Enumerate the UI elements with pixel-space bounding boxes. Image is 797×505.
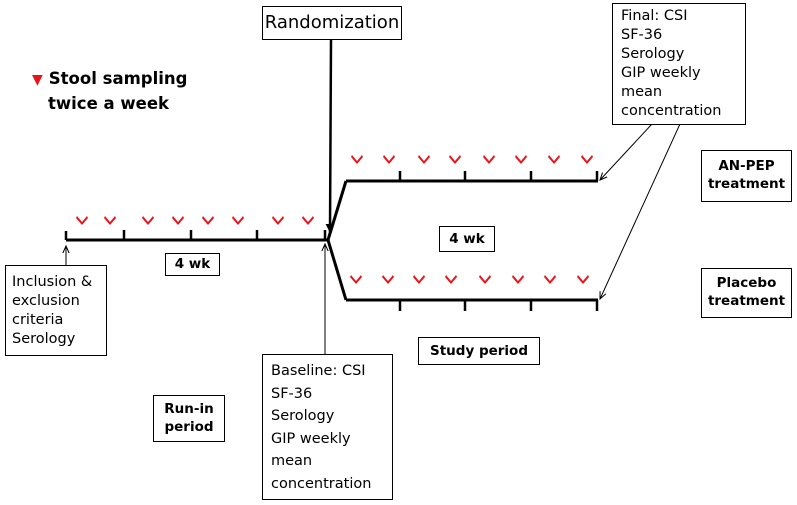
stool-sample-arrow-icon — [418, 155, 430, 164]
anpep-tick-marks — [398, 171, 599, 181]
randomization-box: Randomization — [262, 6, 402, 40]
anpep-treatment-label: AN-PEP treatment — [701, 150, 792, 202]
runin-tick-marks — [64, 230, 327, 240]
baseline-line: concentration — [271, 475, 372, 492]
final-to-anpep-arrow — [600, 123, 653, 180]
stool-sample-arrow-icon — [104, 216, 116, 225]
placebo-branch — [326, 239, 348, 301]
stool-sample-arrow-icon — [202, 216, 214, 225]
legend-line-1: Stool sampling — [48, 69, 188, 88]
inclusion-line: criteria — [12, 312, 64, 328]
placebo-treatment-label: Placebo treatment — [701, 268, 792, 318]
final-line: GIP weekly — [621, 65, 701, 81]
randomization-arrow — [325, 39, 335, 233]
final-line: mean — [621, 84, 663, 100]
stool-sampling-arrows — [76, 155, 593, 284]
baseline-measures-box: Baseline: CSI SF-36 Serology GIP weekly … — [262, 354, 393, 500]
stool-sample-arrow-icon — [577, 275, 589, 284]
inclusion-line: exclusion — [12, 293, 80, 309]
stool-sample-arrow-icon — [232, 216, 244, 225]
stool-sample-arrow-icon — [581, 155, 593, 164]
final-line: Serology — [621, 46, 685, 62]
final-measures-box: Final: CSI SF-36 Serology GIP weekly mea… — [612, 3, 746, 125]
baseline-line: Baseline: CSI — [271, 363, 366, 379]
study-duration-label: 4 wk — [439, 226, 495, 252]
runin-duration-label: 4 wk — [165, 253, 220, 276]
stool-sample-arrow-icon — [382, 275, 394, 284]
stool-sample-arrow-icon — [449, 155, 461, 164]
runin-period-label: Run-in period — [153, 395, 225, 442]
final-line: SF-36 — [621, 27, 663, 43]
baseline-line: GIP weekly — [271, 430, 351, 447]
inclusion-line: Inclusion & — [12, 274, 93, 290]
stool-sample-arrow-icon — [383, 155, 395, 164]
final-line: Final: CSI — [621, 8, 688, 24]
final-to-placebo-arrow — [600, 123, 681, 299]
study-period-label: Study period — [418, 337, 540, 365]
stool-sample-arrow-icon — [479, 275, 491, 284]
stool-sample-arrow-icon — [548, 155, 560, 164]
stool-sample-arrow-icon — [142, 216, 154, 225]
inclusion-line: Serology — [12, 331, 76, 347]
baseline-line: mean — [271, 453, 313, 469]
stool-sample-arrow-icon — [515, 155, 527, 164]
placebo-tick-marks — [398, 300, 599, 311]
inclusion-criteria-box: Inclusion & exclusion criteria Serology — [5, 265, 107, 356]
baseline-line: SF-36 — [271, 385, 313, 402]
stool-sample-arrow-icon — [413, 275, 425, 284]
stool-sample-arrow-icon — [544, 275, 556, 284]
stool-sample-arrow-icon — [445, 275, 457, 284]
legend: ▼ Stool sampling twice a week — [32, 67, 187, 116]
stool-sample-arrow-icon — [302, 216, 314, 225]
down-arrow-icon: ▼ — [32, 72, 43, 88]
stool-sample-arrow-icon — [512, 275, 524, 284]
stool-sample-arrow-icon — [172, 216, 184, 225]
stool-sample-arrow-icon — [76, 216, 88, 225]
randomization-label: Randomization — [264, 12, 400, 33]
final-line: concentration — [621, 103, 722, 119]
legend-line-2: twice a week — [48, 94, 169, 113]
stool-sample-arrow-icon — [351, 155, 363, 164]
baseline-line: Serology — [271, 408, 335, 424]
stool-sample-arrow-icon — [483, 155, 495, 164]
stool-sample-arrow-icon — [272, 216, 284, 225]
stool-sample-arrow-icon — [350, 275, 362, 284]
